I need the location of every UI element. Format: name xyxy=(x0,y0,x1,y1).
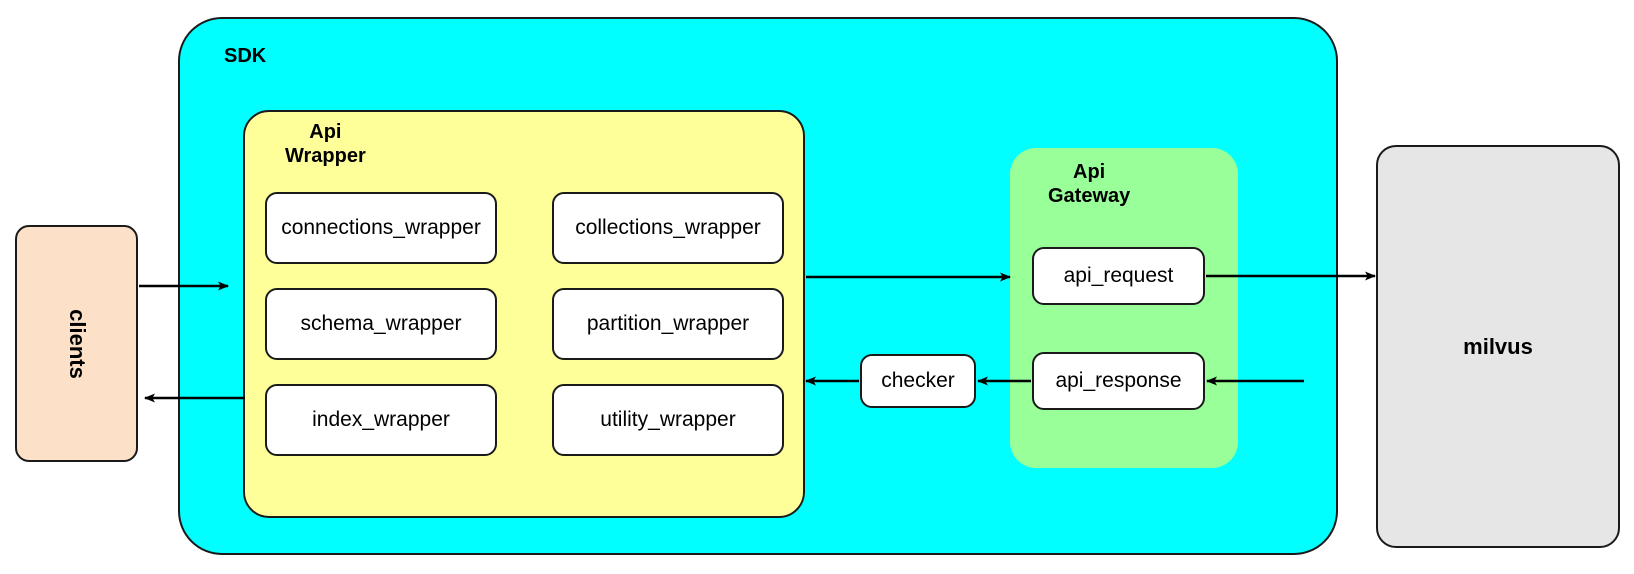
module-schema-wrapper[interactable]: schema_wrapper xyxy=(265,288,497,360)
milvus-node[interactable]: milvus xyxy=(1376,145,1620,548)
api-gateway-container[interactable]: Api Gateway xyxy=(1010,148,1238,468)
milvus-label: milvus xyxy=(1463,333,1533,359)
node-label: api_request xyxy=(1063,264,1174,287)
checker-node[interactable]: checker xyxy=(860,354,976,408)
clients-label: clients xyxy=(64,308,90,379)
module-label: schema_wrapper xyxy=(300,312,462,335)
module-label: collections_wrapper xyxy=(575,216,761,239)
node-label: api_response xyxy=(1055,369,1182,392)
module-label: index_wrapper xyxy=(312,408,450,431)
module-connections-wrapper[interactable]: connections_wrapper xyxy=(265,192,497,264)
module-label: partition_wrapper xyxy=(586,312,750,335)
module-index-wrapper[interactable]: index_wrapper xyxy=(265,384,497,456)
module-collections-wrapper[interactable]: collections_wrapper xyxy=(552,192,784,264)
checker-label: checker xyxy=(881,369,955,392)
module-label: connections_wrapper xyxy=(281,216,481,239)
api-wrapper-title: Api Wrapper xyxy=(285,121,366,167)
clients-node[interactable]: clients xyxy=(15,225,138,462)
module-partition-wrapper[interactable]: partition_wrapper xyxy=(552,288,784,360)
node-api-request[interactable]: api_request xyxy=(1032,247,1205,305)
node-api-response[interactable]: api_response xyxy=(1032,352,1205,410)
api-gateway-title: Api Gateway xyxy=(1048,161,1131,207)
module-utility-wrapper[interactable]: utility_wrapper xyxy=(552,384,784,456)
module-label: utility_wrapper xyxy=(600,408,736,431)
sdk-title: SDK xyxy=(224,45,267,67)
